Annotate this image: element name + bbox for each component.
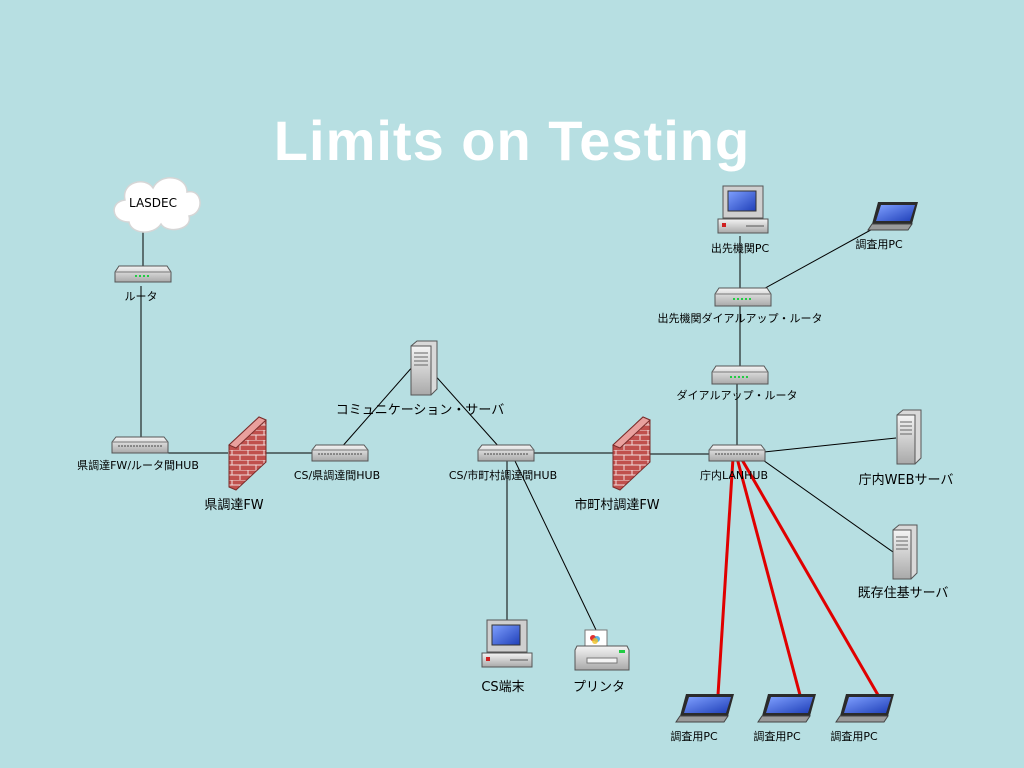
- label-survey-pc-2: 調査用PC: [753, 730, 801, 743]
- slide-title: Limits on Testing: [273, 109, 751, 172]
- desktop-pc-icon: [717, 185, 769, 234]
- label-existing-server: 既存住基サーバ: [857, 586, 949, 601]
- hub-icon: [708, 444, 766, 462]
- label-pref-fw: 県調達FW: [204, 498, 264, 513]
- laptop-icon: [757, 694, 816, 723]
- test-link-pc-2: [735, 457, 802, 696]
- network-links: [140, 225, 897, 633]
- test-links: [716, 457, 880, 696]
- test-link-pc-1: [716, 457, 735, 696]
- test-link-pc-3: [739, 457, 880, 696]
- label-office-lan-hub: 庁内LANHUB: [699, 469, 769, 482]
- server-icon: [892, 524, 918, 580]
- link-cshub-server: [339, 364, 415, 450]
- router-icon: [114, 265, 172, 283]
- laptop-icon: [675, 694, 734, 723]
- link-lanhub-existingserver: [759, 457, 894, 553]
- laptop-icon: [867, 202, 918, 231]
- router-icon: [711, 365, 769, 385]
- label-comm-server: コミュニケーション・サーバ: [335, 403, 505, 418]
- label-city-fw: 市町村調達FW: [574, 498, 660, 513]
- link-server-cscityhub: [431, 371, 501, 449]
- label-dialup-router: ダイアルアップ・ルータ: [676, 389, 798, 402]
- server-icon: [896, 409, 922, 465]
- label-survey-pc-3: 調査用PC: [830, 730, 878, 743]
- hub-icon: [111, 436, 169, 454]
- router-icon: [714, 287, 772, 307]
- label-cs-city-hub: CS/市町村調達間HUB: [448, 469, 558, 482]
- label-survey-pc-top: 調査用PC: [855, 238, 903, 251]
- link-branchrouter-surveypc: [757, 225, 879, 293]
- firewall-icon: [228, 416, 267, 491]
- link-lanhub-webserver: [763, 437, 897, 453]
- desktop-pc-icon: [481, 619, 533, 668]
- laptop-icon: [835, 694, 894, 723]
- label-printer: プリンタ: [572, 680, 626, 695]
- firewall-icon: [612, 416, 651, 491]
- label-cs-terminal: CS端末: [481, 680, 525, 695]
- printer-icon: [574, 629, 630, 671]
- label-survey-pc-1: 調査用PC: [670, 730, 718, 743]
- hub-icon: [311, 444, 369, 462]
- hub-icon: [477, 444, 535, 462]
- link-cscityhub-printer: [514, 460, 598, 633]
- cloud-icon: [113, 177, 201, 233]
- label-pref-fw-router-hub: 県調達FW/ルータ間HUB: [77, 459, 199, 472]
- label-router: ルータ: [124, 290, 158, 303]
- label-lasdec: LASDEC: [129, 196, 177, 210]
- label-branch-dialup-router: 出先機関ダイアルアップ・ルータ: [657, 312, 823, 325]
- label-office-web-server: 庁内WEBサーバ: [858, 473, 954, 488]
- server-icon: [410, 340, 438, 396]
- label-cs-pref-hub: CS/県調達間HUB: [293, 469, 381, 482]
- label-branch-pc: 出先機関PC: [710, 242, 770, 255]
